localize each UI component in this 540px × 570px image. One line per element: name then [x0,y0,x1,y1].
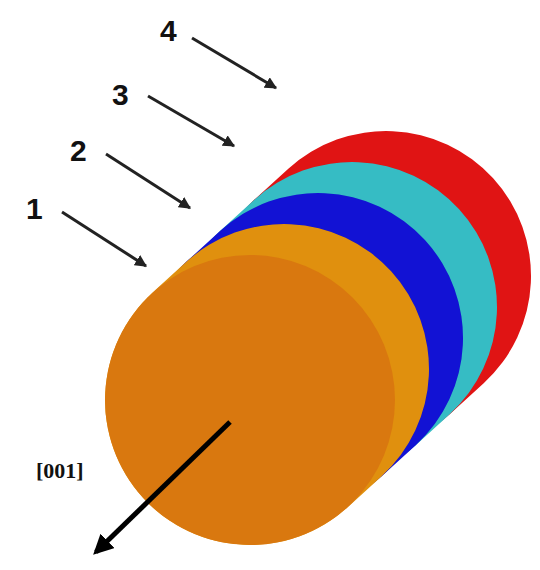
callout-arrow [62,212,146,266]
callout-arrow [148,96,234,146]
callout-number: 1 [26,194,43,224]
callout-number: 2 [70,136,87,166]
callout-number: 3 [112,80,129,110]
axis-arrow [96,422,230,552]
callout-number: 4 [160,16,177,46]
callout-arrow [192,38,276,88]
direction-label: [001] [36,460,84,482]
callout-arrow [106,154,190,208]
